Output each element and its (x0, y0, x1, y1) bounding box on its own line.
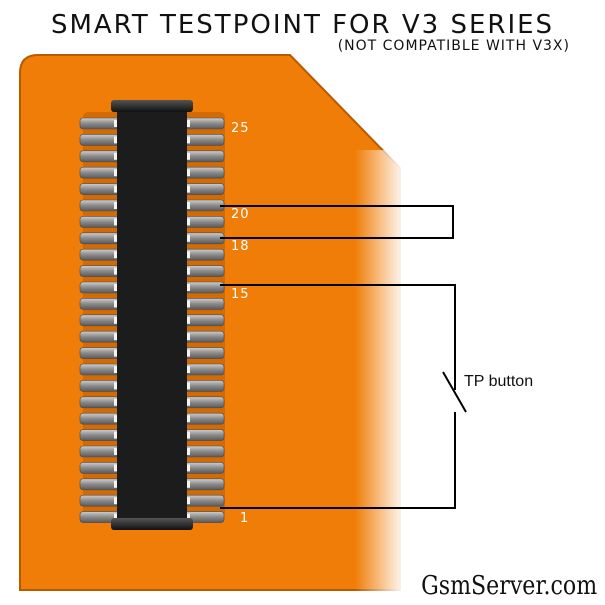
wire-pin1-to-switch (220, 412, 456, 509)
board-to-board-connector-icon (79, 100, 225, 530)
watermark-logo: GsmServer.com (420, 571, 597, 601)
pin-label-15: 15 (231, 287, 250, 302)
page-title: SMART TESTPOINT FOR V3 SERIES (50, 10, 555, 40)
connector-body (117, 108, 187, 530)
wire-pin15-to-switch (220, 284, 456, 390)
pin-label-20: 20 (231, 207, 250, 222)
pin-label-1: 1 (240, 511, 249, 526)
push-button-switch-icon (442, 371, 467, 413)
wires (220, 205, 456, 509)
pin-label-18: 18 (231, 239, 250, 254)
pin-label-25: 25 (231, 121, 250, 136)
wire-pin20-to-pin18 (220, 205, 454, 239)
connector-top-cap (111, 100, 193, 112)
page-subtitle: (NOT COMPATIBLE WITH V3X) (337, 38, 570, 54)
connector-bottom-cap (111, 518, 193, 530)
tp-button-label: TP button (464, 373, 533, 390)
board-fade (355, 150, 405, 595)
